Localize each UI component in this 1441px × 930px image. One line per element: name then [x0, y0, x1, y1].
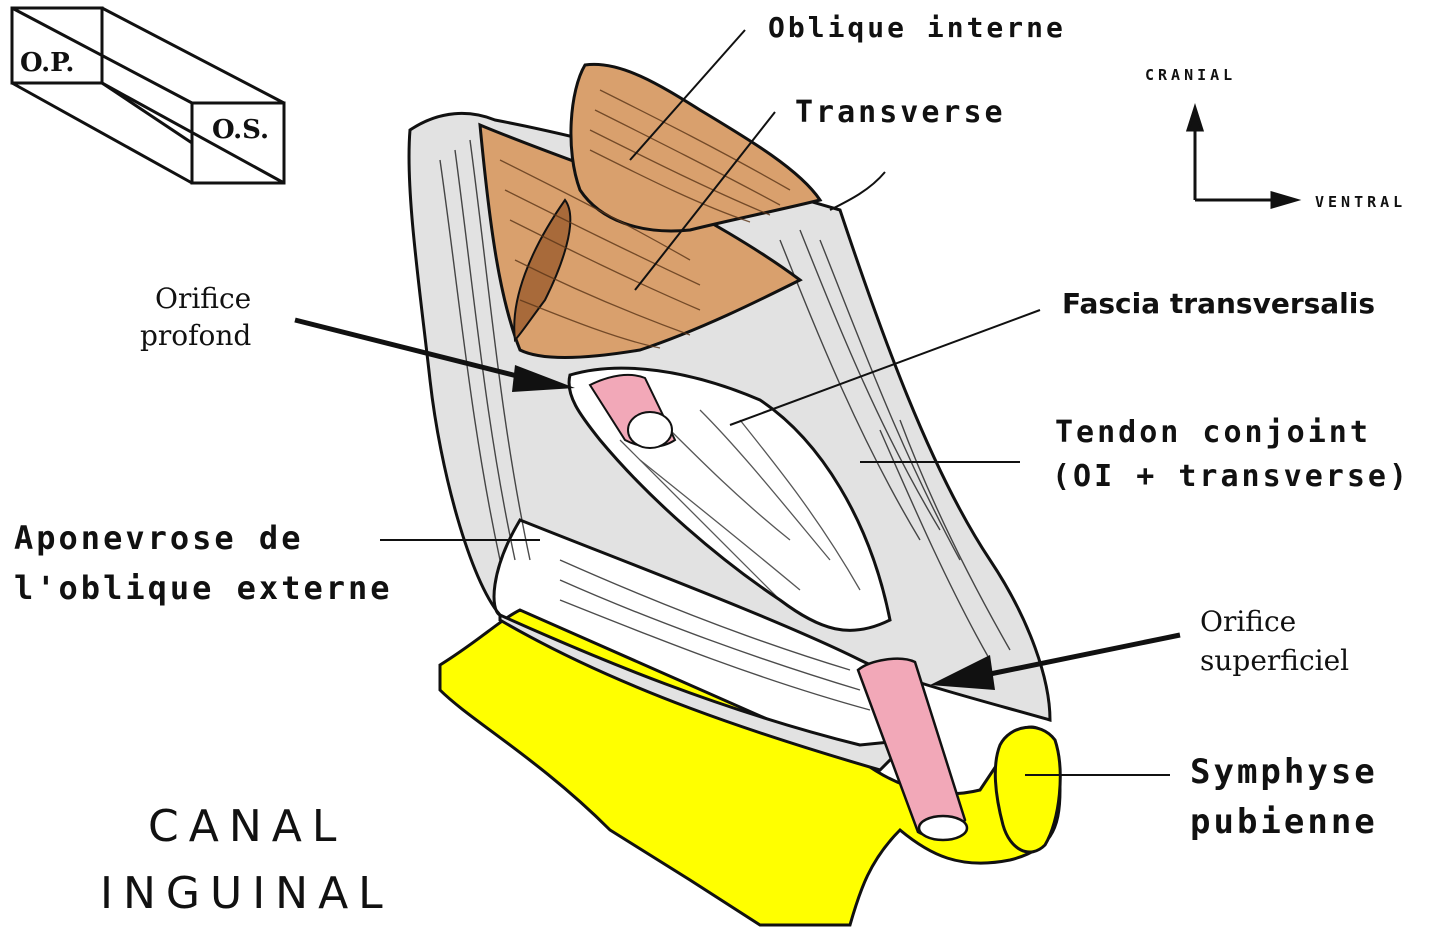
label-orifice-profond-1: Orifice: [155, 285, 251, 313]
title-line-1: CANAL: [148, 805, 346, 849]
label-orifice-profond-2: profond: [140, 322, 251, 350]
label-orifice-superficiel-2: superficiel: [1200, 647, 1349, 675]
cranial-label: CRANIAL: [1145, 68, 1236, 83]
cord-end: [919, 816, 967, 840]
box-label-op: O.P.: [20, 48, 74, 78]
box-label-os: O.S.: [212, 115, 269, 145]
orientation-axes: [1188, 108, 1296, 207]
ventral-label: VENTRAL: [1315, 195, 1406, 210]
internal-oblique-muscle: [571, 64, 820, 231]
label-aponevrose-1: Aponevrose de: [14, 522, 303, 554]
label-tendon-conjoint-2: (OI + transverse): [1052, 462, 1410, 492]
title-line-2: INGUINAL: [100, 872, 393, 916]
label-symphyse-1: Symphyse: [1190, 755, 1378, 789]
label-symphyse-2: pubienne: [1190, 805, 1378, 839]
cord-cross-section: [628, 412, 672, 448]
canal-box-diagram: [12, 8, 284, 183]
symphysis-surface: [995, 727, 1060, 852]
label-transverse: Transverse: [795, 98, 1006, 128]
label-tendon-conjoint-1: Tendon conjoint: [1055, 418, 1371, 448]
label-aponevrose-2: l'oblique externe: [14, 572, 393, 604]
label-fascia-transversalis: Fascia transversalis: [1062, 290, 1375, 318]
label-oblique-interne: Oblique interne: [768, 14, 1066, 42]
label-orifice-superficiel-1: Orifice: [1200, 608, 1296, 636]
